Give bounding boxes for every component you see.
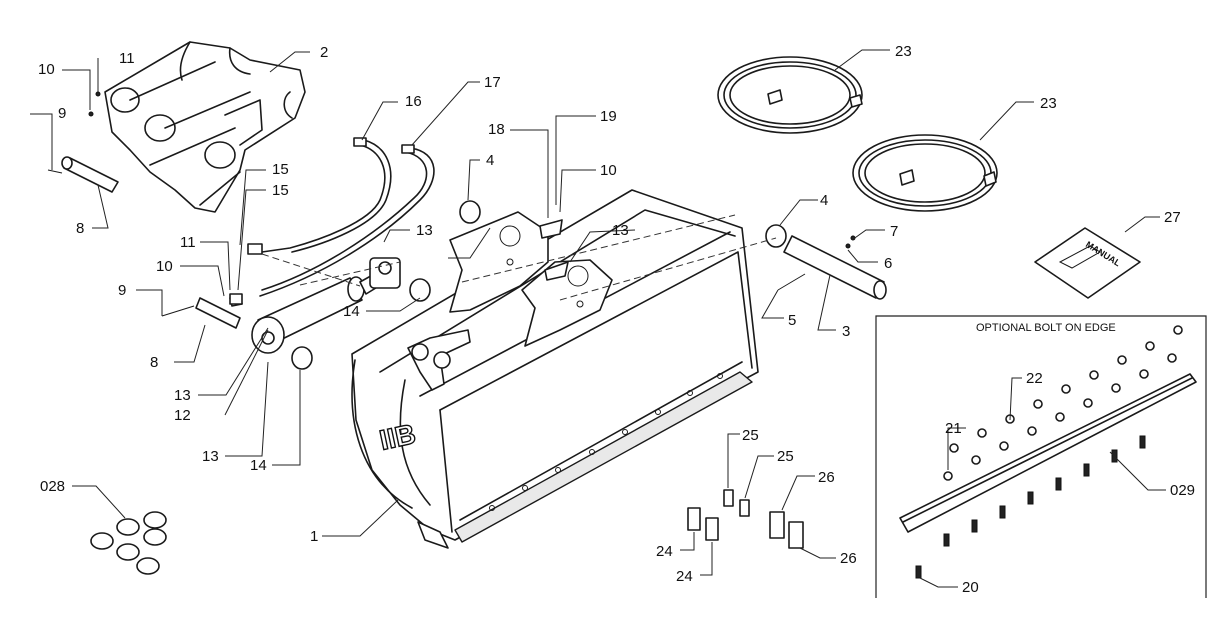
callout-13: 13	[202, 448, 219, 465]
callout-26: 26	[818, 469, 835, 486]
fittings	[687, 489, 804, 549]
callout-labels: 2 11 10 9 8 16 17 15 15 11 10 9 8 13 13 …	[38, 43, 1195, 596]
callout-18: 18	[488, 121, 505, 138]
callout-13: 13	[612, 222, 629, 239]
callout-4: 4	[820, 192, 828, 209]
callout-15: 15	[272, 161, 289, 178]
callout-10: 10	[38, 61, 55, 78]
callout-24: 24	[656, 543, 673, 560]
callout-028: 028	[40, 478, 65, 495]
bucket-logo: IIB	[377, 418, 418, 456]
edge-nuts	[943, 325, 1183, 481]
callout-14: 14	[250, 457, 267, 474]
callout-26: 26	[840, 550, 857, 567]
callout-11: 11	[119, 50, 135, 67]
callout-6: 6	[884, 255, 892, 272]
callout-11: 11	[180, 234, 196, 251]
callout-20: 20	[962, 579, 979, 596]
manual-booklet: MANUAL	[1034, 227, 1141, 299]
callout-17: 17	[484, 74, 501, 91]
callout-029: 029	[1170, 482, 1195, 499]
callout-8: 8	[150, 354, 158, 371]
bucket-bolt-holes	[489, 373, 723, 511]
pin-upper	[47, 91, 119, 193]
optional-bolt-on-edge: OPTIONAL BOLT ON EDGE	[875, 315, 1207, 598]
callout-19: 19	[600, 108, 617, 125]
pin-right	[299, 214, 887, 301]
hydraulic-cylinder	[161, 257, 431, 370]
callout-10: 10	[600, 162, 617, 179]
o-rings	[90, 511, 167, 575]
callout-3: 3	[842, 323, 850, 340]
callout-13: 13	[174, 387, 191, 404]
leader-lines	[30, 49, 1166, 588]
callout-23: 23	[895, 43, 912, 60]
hoses	[229, 137, 435, 305]
hose-coil-lower	[852, 134, 998, 212]
callout-21: 21	[945, 420, 962, 437]
callout-25: 25	[742, 427, 759, 444]
callout-9: 9	[118, 282, 126, 299]
callout-24: 24	[676, 568, 693, 585]
callout-10: 10	[156, 258, 173, 275]
coupler-bracket	[104, 41, 306, 213]
callout-15: 15	[272, 182, 289, 199]
bucket-body: IIB	[351, 189, 759, 549]
callout-23: 23	[1040, 95, 1057, 112]
callout-5: 5	[788, 312, 796, 329]
optional-box-title: OPTIONAL BOLT ON EDGE	[976, 322, 1116, 334]
callout-2: 2	[320, 44, 328, 61]
callout-7: 7	[890, 223, 898, 240]
callout-22: 22	[1026, 370, 1043, 387]
callout-14: 14	[343, 303, 360, 320]
callout-25: 25	[777, 448, 794, 465]
callout-13: 13	[416, 222, 433, 239]
hose-coil-upper	[717, 56, 863, 134]
callout-8: 8	[76, 220, 84, 237]
callout-27: 27	[1164, 209, 1181, 226]
bucket-ears	[407, 200, 787, 391]
callout-4: 4	[486, 152, 494, 169]
callout-1: 1	[310, 528, 318, 545]
callout-16: 16	[405, 93, 422, 110]
callout-12: 12	[174, 407, 191, 424]
callout-9: 9	[58, 105, 66, 122]
